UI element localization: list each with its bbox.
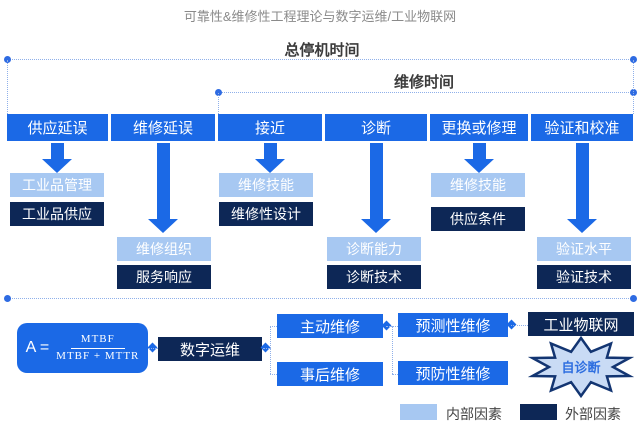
guide-line xyxy=(7,60,8,114)
internal-factor-box: 工业品管理 xyxy=(10,173,104,197)
repair-time-label: 维修时间 xyxy=(393,74,455,91)
down-arrow xyxy=(255,143,285,173)
external-factor-box: 服务响应 xyxy=(117,265,211,289)
digital-ops-box: 数字运维 xyxy=(158,337,262,361)
diagram-title: 可靠性&维修性工程理论与数字运维/工业物联网 xyxy=(183,9,457,24)
down-arrow xyxy=(464,143,494,173)
section-divider-line xyxy=(7,298,633,299)
internal-factor-box: 验证水平 xyxy=(537,237,631,261)
line-endpoint-dot xyxy=(4,56,11,63)
internal-factor-box: 维修组织 xyxy=(117,237,211,261)
line-endpoint-dot xyxy=(630,56,637,63)
column-header-supply-delay: 供应延误 xyxy=(7,114,108,141)
internal-factor-box: 诊断能力 xyxy=(327,237,421,261)
line-endpoint-dot xyxy=(215,89,222,96)
down-arrow xyxy=(42,143,72,173)
legend-external-swatch xyxy=(520,404,557,420)
connector-line xyxy=(511,325,528,326)
reactive-maintenance-box: 事后维修 xyxy=(277,362,383,386)
connector-line xyxy=(392,326,393,374)
formula-fraction: MTBF MTBF + MTTR xyxy=(56,333,139,364)
internal-factor-box: 维修技能 xyxy=(431,173,525,197)
connector-line xyxy=(148,348,158,349)
external-factor-box: 供应条件 xyxy=(431,207,525,231)
down-arrow xyxy=(361,143,391,233)
formula-lhs: A = xyxy=(25,339,50,356)
total-downtime-label: 总停机时间 xyxy=(284,42,360,59)
repair-time-line xyxy=(218,92,633,93)
formula-denominator: MTBF + MTTR xyxy=(56,349,140,362)
legend-internal-label: 内部因素 xyxy=(446,406,502,422)
formula-numerator: MTBF xyxy=(70,333,125,349)
connector-line xyxy=(270,326,271,374)
connector-line xyxy=(270,374,277,375)
active-maintenance-box: 主动维修 xyxy=(277,314,383,338)
external-factor-box: 工业品供应 xyxy=(10,202,104,226)
column-header-diagnosis: 诊断 xyxy=(325,114,427,141)
internal-factor-box: 维修技能 xyxy=(219,173,313,197)
external-factor-box: 维修性设计 xyxy=(219,202,313,226)
line-endpoint-dot xyxy=(630,295,637,302)
self-diagnosis-star: 自诊断 xyxy=(528,335,634,399)
guide-line xyxy=(218,93,219,114)
availability-formula-box: A = MTBF MTBF + MTTR xyxy=(17,323,148,373)
column-header-access: 接近 xyxy=(218,114,322,141)
connector-line xyxy=(392,374,398,375)
column-header-replace-repair: 更换或修理 xyxy=(430,114,528,141)
down-arrow xyxy=(567,143,597,233)
total-downtime-line xyxy=(7,59,633,60)
external-factor-box: 验证技术 xyxy=(537,265,631,289)
column-header-verify-calibrate: 验证和校准 xyxy=(531,114,633,141)
column-header-repair-delay: 维修延误 xyxy=(111,114,215,141)
guide-line xyxy=(633,60,634,114)
down-arrow xyxy=(148,143,178,233)
legend-external-label: 外部因素 xyxy=(565,406,621,422)
external-factor-box: 诊断技术 xyxy=(327,265,421,289)
connector-line xyxy=(263,348,271,349)
line-endpoint-dot xyxy=(4,295,11,302)
predictive-maintenance-box: 预测性维修 xyxy=(398,313,508,337)
self-diagnosis-label: 自诊断 xyxy=(561,360,600,375)
legend-internal-swatch xyxy=(400,404,437,420)
iiot-box: 工业物联网 xyxy=(528,312,634,336)
preventive-maintenance-box: 预防性维修 xyxy=(398,361,508,385)
connector-line xyxy=(270,326,277,327)
